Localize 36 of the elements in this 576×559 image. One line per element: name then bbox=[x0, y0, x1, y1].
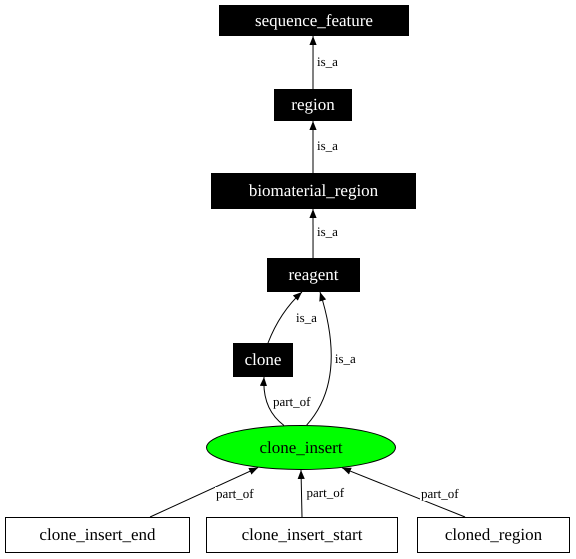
term-box bbox=[211, 173, 416, 209]
arrow bbox=[267, 292, 302, 344]
arrow bbox=[260, 376, 284, 426]
arrow bbox=[309, 208, 317, 258]
node-label: clone_insert_end bbox=[39, 525, 156, 545]
term-ellipse bbox=[206, 425, 396, 470]
node-label: clone bbox=[244, 350, 282, 370]
node-label: clone_insert_start bbox=[242, 525, 362, 545]
arrow bbox=[298, 470, 305, 518]
node-label: biomaterial_region bbox=[248, 181, 378, 201]
arrow bbox=[342, 467, 466, 518]
edge-label: is_a bbox=[294, 311, 318, 325]
term-box bbox=[206, 517, 398, 553]
term-box bbox=[417, 517, 570, 553]
node-label: reagent bbox=[288, 265, 339, 285]
edge-label: part_of bbox=[215, 486, 255, 501]
edge-label: part_of bbox=[420, 486, 460, 501]
node-label: cloned_region bbox=[444, 525, 542, 545]
node-label: sequence_feature bbox=[255, 10, 373, 30]
edge-label: part_of bbox=[306, 486, 346, 500]
edge-label: part_of bbox=[272, 395, 312, 410]
edge-label: is_a bbox=[316, 224, 339, 238]
term-box bbox=[219, 5, 409, 36]
arrow bbox=[150, 467, 259, 518]
arrow bbox=[306, 292, 332, 426]
edge-label: is_a bbox=[334, 352, 357, 366]
arrow bbox=[309, 120, 317, 174]
term-box bbox=[233, 343, 293, 377]
node-label: clone_insert bbox=[259, 438, 343, 458]
arrow bbox=[309, 36, 317, 90]
term-box bbox=[5, 517, 190, 553]
term-box bbox=[267, 258, 360, 292]
node-label: region bbox=[291, 95, 335, 115]
term-box bbox=[274, 89, 352, 121]
edge-label: is_a bbox=[316, 139, 339, 153]
edge-label: is_a bbox=[316, 55, 339, 69]
